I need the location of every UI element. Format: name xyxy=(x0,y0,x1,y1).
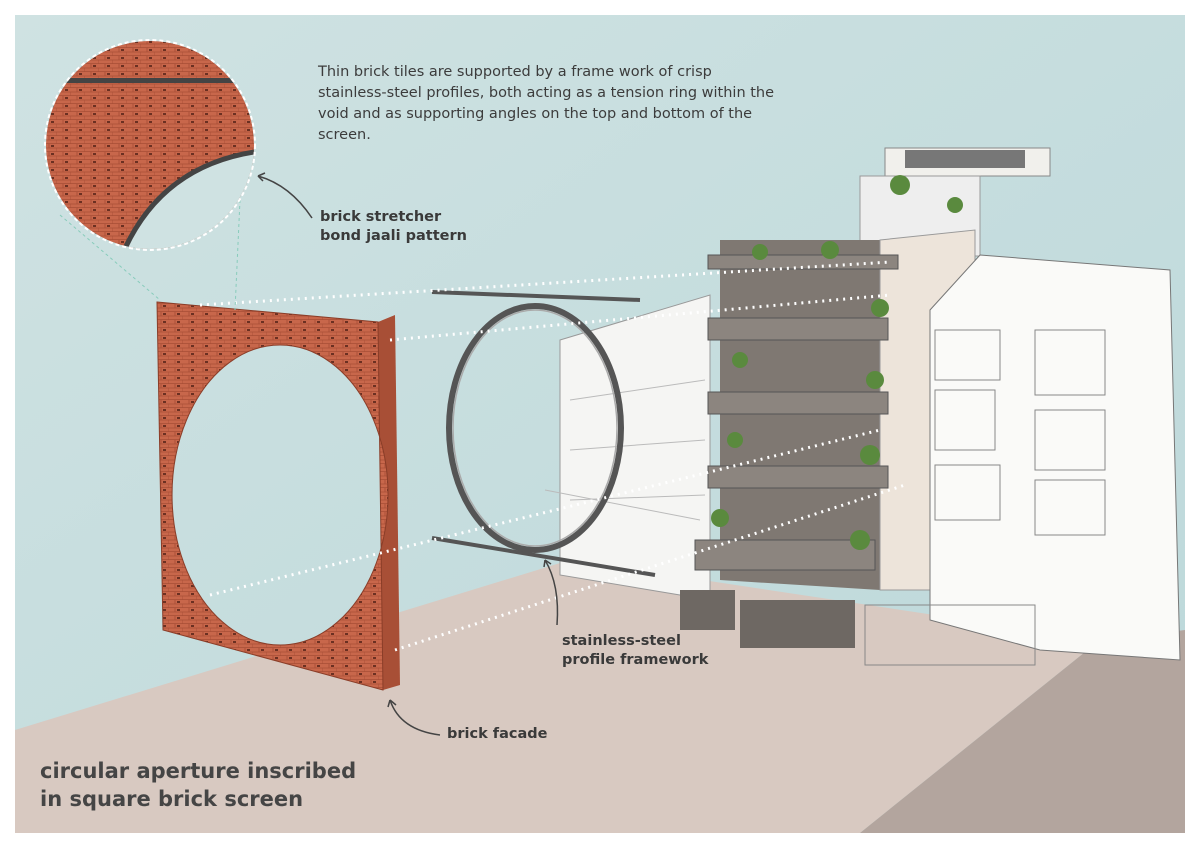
title-line: circular aperture inscribed xyxy=(40,759,357,783)
label-line: bond jaali pattern xyxy=(320,228,467,244)
street xyxy=(860,630,1185,833)
brick-pattern-label: brick stretcher bond jaali pattern xyxy=(320,208,467,246)
label-line: stainless-steel xyxy=(562,633,681,649)
label-line: profile framework xyxy=(562,652,709,668)
right-neighbor-building xyxy=(864,254,1181,666)
title-line: in square brick screen xyxy=(40,787,304,811)
main-building xyxy=(680,147,1051,648)
label-line: brick stretcher xyxy=(320,209,442,225)
steel-framework-label: stainless-steel profile framework xyxy=(562,632,708,670)
leader-arrows xyxy=(257,172,559,736)
steel-profile-framework xyxy=(431,290,656,577)
tension-ring xyxy=(446,303,624,553)
brick-screen xyxy=(156,301,400,691)
brick-facade-label: brick facade xyxy=(447,726,548,742)
diagram-title: circular aperture inscribed in square br… xyxy=(40,757,356,813)
description-text: Thin brick tiles are supported by a fram… xyxy=(318,64,775,143)
left-neighbor-building xyxy=(544,294,711,601)
projection-lines xyxy=(199,260,906,652)
